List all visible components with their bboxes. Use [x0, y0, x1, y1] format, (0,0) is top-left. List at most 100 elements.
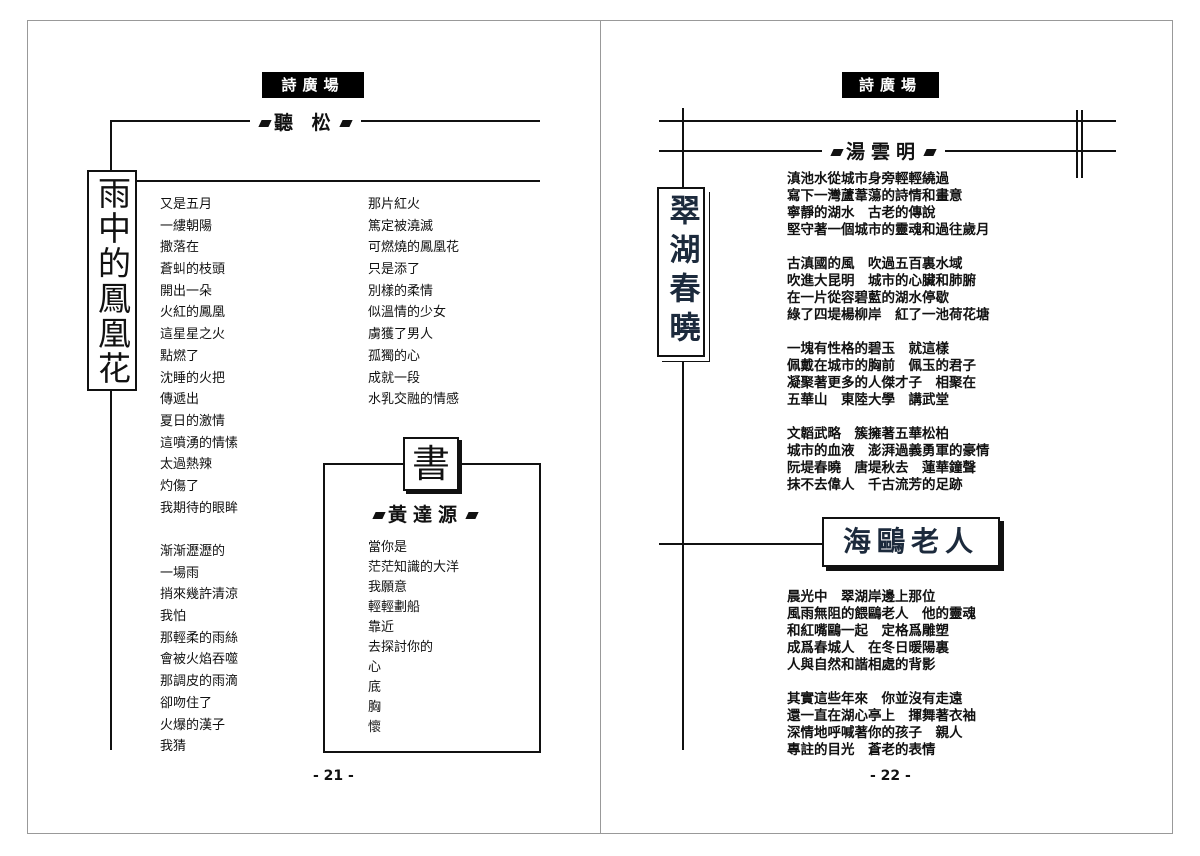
poem-line: 城市的血液 澎湃過義勇軍的豪情 — [787, 443, 990, 459]
poem-line: 抹不去偉人 千古流芳的足跡 — [787, 477, 963, 493]
poem-line: 文韜武略 簇擁著五華松柏 — [787, 426, 949, 442]
poem-line: 渐渐瀝瀝的 — [160, 544, 226, 559]
poem-line: 孤獨的心 — [368, 348, 421, 364]
box-title: 書 — [403, 437, 459, 491]
poem-line: 還一直在湖心亭上 揮舞著衣袖 — [787, 708, 976, 724]
poem-line: 可燃燒的鳳凰花 — [368, 240, 460, 256]
poem-line: 火爆的漢子 — [160, 717, 226, 733]
poem-line: 凝聚著更多的人傑才子 相聚在 — [787, 375, 976, 391]
author-title: 聽 松 — [250, 108, 361, 135]
poem-line: 靠近 — [368, 620, 395, 635]
poem-line: 綠了四堤楊柳岸 紅了一池荷花塘 — [787, 307, 990, 323]
poem-title-vertical: 雨中的鳳凰花 — [92, 175, 132, 386]
poem-line: 那片紅火 — [368, 197, 421, 212]
poem-column-2: 那片紅火篤定被澆滅可燃燒的鳳凰花只是添了別樣的柔情似溫情的少女虜獲了男人孤獨的心… — [368, 194, 459, 411]
poem2-title: 海鷗老人 — [822, 517, 1000, 567]
poem-title-frame: 翠湖春曉 — [657, 187, 705, 357]
poem-line: 專註的目光 蒼老的表情 — [787, 742, 936, 758]
poem2-body: 晨光中 翠湖岸邊上那位風雨無阻的餵鷗老人 他的靈魂和紅嘴鷗一起 定格爲雕塑成爲春… — [787, 589, 976, 759]
page-number: - 22 - — [870, 768, 911, 784]
poem-line: 懷 — [368, 720, 382, 735]
divider — [659, 120, 1116, 122]
poem-line — [787, 409, 990, 426]
poem-line: 灼傷了 — [160, 478, 200, 494]
poem-line: 虜獲了男人 — [368, 327, 434, 343]
poem-line: 沈睡的火把 — [160, 370, 226, 386]
poem-line — [787, 674, 976, 691]
poem-line: 又是五月 — [160, 197, 213, 212]
poem-line: 一縷朝陽 — [160, 218, 213, 234]
poem-line: 我怕 — [160, 609, 187, 625]
poem-line: 這星星之火 — [160, 327, 226, 343]
poem-line: 一塊有性格的碧玉 就這樣 — [787, 341, 949, 357]
section-header: 詩廣場 — [262, 72, 364, 98]
poem-line: 這噴湧的情愫 — [160, 435, 239, 451]
poem-line: 茫茫知識的大洋 — [368, 560, 460, 575]
poem-line — [787, 239, 990, 256]
author-title: 湯雲明 — [822, 137, 946, 164]
poem-body: 滇池水從城市身旁輕輕繞過寫下一灣蘆葦蕩的詩情和畫意寧靜的湖水 古老的傳說堅守著一… — [787, 171, 990, 494]
poem-line: 撒落在 — [160, 240, 200, 256]
poem-line: 人與自然和諧相處的背影 — [787, 657, 936, 673]
poem-line: 火紅的鳳凰 — [160, 305, 226, 321]
poem-line — [787, 324, 990, 341]
poem-line: 成爲春城人 在冬日暖陽裏 — [787, 640, 949, 656]
poem-line: 其實這些年來 你並沒有走遠 — [787, 691, 963, 707]
poem-line: 只是添了 — [368, 262, 421, 278]
poem-line: 底 — [368, 680, 382, 695]
box-poem: 當你是茫茫知識的大洋我願意輕輕劃船靠近去探討你的心底胸懷 — [368, 538, 459, 738]
poem-line: 捎來幾許清涼 — [160, 587, 239, 603]
poem-line: 似溫情的少女 — [368, 305, 447, 321]
divider — [1081, 110, 1083, 178]
poem-line: 點燃了 — [160, 348, 200, 364]
poem-line: 風雨無阻的餵鷗老人 他的靈魂 — [787, 606, 976, 622]
section-header: 詩廣場 — [842, 72, 939, 98]
page-number: - 21 - — [313, 768, 354, 784]
poem-line: 寧靜的湖水 古老的傳說 — [787, 205, 936, 221]
poem-line: 在一片從容碧藍的湖水停歇 — [787, 290, 949, 306]
divider — [659, 543, 822, 545]
poem-line: 五華山 東陸大學 講武堂 — [787, 392, 949, 408]
box-author: 黃達源 — [388, 504, 464, 526]
author-name: 湯雲明 — [846, 141, 922, 163]
poem-line: 那輕柔的雨絲 — [160, 630, 239, 646]
poem-line: 古滇國的風 吹過五百裏水域 — [787, 256, 963, 272]
poem-line: 那調皮的雨滴 — [160, 674, 239, 690]
poem-line: 會被火焰吞噬 — [160, 652, 239, 668]
poem-line: 卻吻住了 — [160, 695, 213, 711]
author-name: 聽 松 — [274, 112, 337, 134]
poem-line: 和紅嘴鷗一起 定格爲雕塑 — [787, 623, 949, 639]
poem-line: 去探討你的 — [368, 640, 434, 655]
poem-line: 太過熱辣 — [160, 457, 213, 473]
box-author-title: 黃達源 — [364, 500, 487, 527]
poem-line: 滇池水從城市身旁輕輕繞過 — [787, 171, 949, 187]
poem-line: 我期待的眼眸 — [160, 500, 239, 516]
poem-line: 篤定被澆滅 — [368, 218, 434, 234]
poem-line: 夏日的激情 — [160, 413, 226, 429]
poem-line: 開出一朵 — [160, 283, 213, 299]
poem-line: 一場雨 — [160, 565, 200, 581]
poem-line: 阮堤春曉 唐堤秋去 蓮華鐘聲 — [787, 460, 976, 476]
poem-title-vertical: 翠湖春曉 — [663, 194, 700, 350]
divider — [110, 120, 112, 750]
right-page — [600, 20, 1173, 834]
poem-line: 水乳交融的情感 — [368, 392, 460, 408]
poem-line: 我願意 — [368, 580, 408, 595]
poem-title-frame: 雨中的鳳凰花 — [87, 170, 137, 391]
poem-line — [160, 519, 238, 541]
divider — [136, 180, 540, 182]
poem-line: 傳遞出 — [160, 392, 200, 408]
poem-line: 胸 — [368, 700, 382, 715]
poem-line: 成就一段 — [368, 370, 421, 386]
poem-line: 我猜 — [160, 739, 187, 755]
poem-line: 吹進大昆明 城市的心臟和肺腑 — [787, 273, 976, 289]
poem-line: 堅守著一個城市的靈魂和過往歲月 — [787, 222, 990, 238]
poem-line: 心 — [368, 660, 382, 675]
poem-line: 佩戴在城市的胸前 佩玉的君子 — [787, 358, 976, 374]
poem-line: 別樣的柔情 — [368, 283, 434, 299]
divider — [1076, 110, 1078, 178]
poem-line: 深情地呼喊著你的孩子 親人 — [787, 725, 963, 741]
poem-line: 晨光中 翠湖岸邊上那位 — [787, 589, 936, 605]
poem-line: 蒼虯的枝頭 — [160, 262, 226, 278]
divider — [682, 108, 684, 750]
